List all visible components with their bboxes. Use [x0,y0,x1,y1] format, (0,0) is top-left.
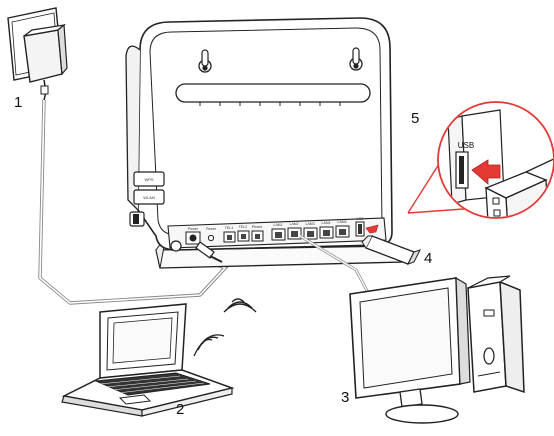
phone-port-1[interactable]: TEL1 [223,226,236,243]
wall-mount-hole-right [349,47,363,71]
svg-text:TEL2: TEL2 [239,225,248,229]
side-button-wlan[interactable]: WLAN [133,189,165,205]
svg-text:Reset: Reset [206,227,215,231]
wall-mount-hole-left [198,49,212,73]
phone-port-3[interactable]: Phone [251,225,264,242]
laptop [61,303,235,417]
inset-usb-label: USB [458,141,474,150]
lan-port-4[interactable]: LAN4 [319,221,334,239]
svg-text:LAN5: LAN5 [338,220,347,224]
insert-arrow [471,159,501,185]
reset-button[interactable]: Reset [206,227,216,242]
lan-port-2[interactable]: LAN2 [287,222,302,240]
svg-text:WLAN: WLAN [143,195,155,200]
svg-text:USB: USB [356,217,364,221]
wifi-waves-router [223,298,257,313]
svg-text:Phone: Phone [252,225,262,229]
power-plug [195,241,223,263]
svg-text:LAN3: LAN3 [306,222,315,226]
vent-slot [175,83,371,103]
callout-1-label: 1 [14,94,22,111]
usb-stick [361,235,421,265]
svg-text:WPS: WPS [144,177,153,182]
svg-text:Power: Power [188,227,199,231]
desktop-pc [349,275,525,424]
side-button-wps[interactable]: WPS [133,171,165,187]
svg-text:LAN1: LAN1 [274,223,283,227]
usb-highlight [365,224,379,234]
wifi-waves-laptop [193,334,225,357]
usb-inset: USB [407,101,554,219]
lan-port-1[interactable]: LAN1 [271,223,286,241]
callout-2-label: 2 [176,401,184,418]
svg-text:LAN2: LAN2 [290,222,299,226]
power-port[interactable]: Power [185,227,201,245]
svg-text:TEL1: TEL1 [225,226,234,230]
lan-port-5[interactable]: LAN5 [335,220,350,238]
callout-4-label: 4 [424,250,432,267]
power-switch[interactable] [170,240,182,252]
power-adapter [7,7,68,101]
lan-port-3[interactable]: LAN3 [303,222,318,240]
router-usb-port[interactable]: USB [355,217,365,237]
phone-port-2[interactable]: TEL2 [237,225,250,242]
svg-text:LAN4: LAN4 [322,221,331,225]
callout-5-label: 5 [411,110,419,127]
callout-3-label: 3 [341,389,349,406]
router-body [137,17,393,251]
router: WPS WLAN Power Reset TEL1 [125,17,406,269]
